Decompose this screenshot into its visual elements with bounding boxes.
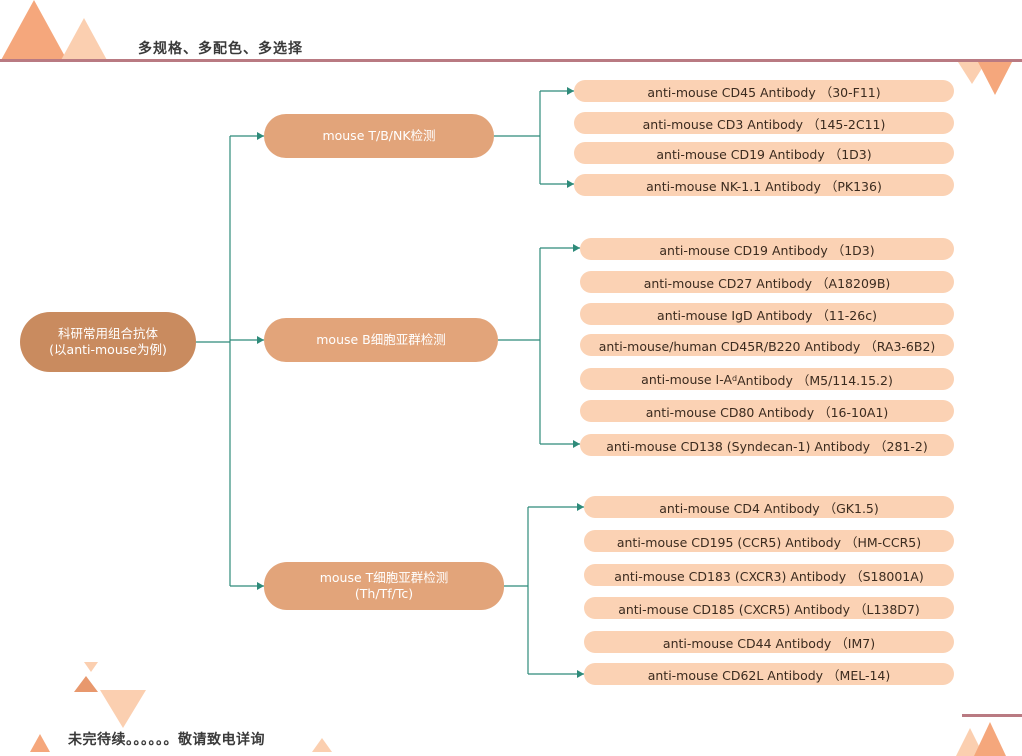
antibody-item: anti-mouse/human CD45R/B220 Antibody （RA… (580, 334, 954, 356)
footer-divider (962, 714, 1022, 717)
connector-arrowhead (567, 87, 574, 95)
antibody-item: anti-mouse CD44 Antibody （IM7) (584, 631, 954, 653)
antibody-item: anti-mouse CD19 Antibody （1D3) (580, 238, 954, 260)
antibody-item: anti-mouse CD27 Antibody （A18209B) (580, 271, 954, 293)
antibody-item: anti-mouse CD80 Antibody （16-10A1) (580, 400, 954, 422)
antibody-item: anti-mouse CD183 (CXCR3) Antibody （S1800… (584, 564, 954, 586)
category-node-tbnk: mouse T/B/NK检测 (264, 114, 494, 158)
antibody-item: anti-mouse CD185 (CXCR5) Antibody （L138D… (584, 597, 954, 619)
category-node-t-cell: mouse T细胞亚群检测 (Th/Tf/Tc) (264, 562, 504, 610)
footer-note: 未完待续。。。。。。敬请致电详询 (68, 732, 265, 748)
category-node-b-cell: mouse B细胞亚群检测 (264, 318, 498, 362)
category-label: mouse B细胞亚群检测 (316, 332, 446, 347)
antibody-item: anti-mouse CD138 (Syndecan-1) Antibody （… (580, 434, 954, 456)
root-node: 科研常用组合抗体 (以anti-mouse为例) (20, 312, 196, 372)
antibody-item: anti-mouse CD62L Antibody （MEL-14) (584, 663, 954, 685)
antibody-item: anti-mouse CD19 Antibody （1D3) (574, 142, 954, 164)
decorative-triangles-top-right (958, 62, 1012, 95)
header-divider (0, 59, 1022, 62)
antibody-item: anti-mouse NK-1.1 Antibody （PK136) (574, 174, 954, 196)
connector-arrowhead (577, 503, 584, 511)
connector-arrowhead (257, 582, 264, 590)
category-label: mouse T细胞亚群检测 (Th/Tf/Tc) (319, 570, 449, 601)
antibody-item: anti-mouse CD4 Antibody （GK1.5) (584, 496, 954, 518)
antibody-item: anti-mouse CD195 (CCR5) Antibody （HM-CCR… (584, 530, 954, 552)
antibody-item: anti-mouse IgD Antibody （11-26c) (580, 303, 954, 325)
decorative-triangles-bottom-edge (30, 734, 332, 752)
connector-arrowhead (573, 440, 580, 448)
connector-arrowhead (257, 336, 264, 344)
decorative-triangles-bottom-right (956, 722, 1006, 756)
connector-arrowhead (573, 244, 580, 252)
decorative-triangles-bottom-left (74, 662, 146, 728)
antibody-item: anti-mouse CD45 Antibody （30-F11) (574, 80, 954, 102)
connector-arrowhead (257, 132, 264, 140)
antibody-item: anti-mouse CD3 Antibody （145-2C11) (574, 112, 954, 134)
connector-arrowhead (567, 180, 574, 188)
root-node-label: 科研常用组合抗体 (以anti-mouse为例) (49, 326, 167, 357)
category-label: mouse T/B/NK检测 (322, 128, 436, 143)
header-title: 多规格、多配色、多选择 (138, 41, 303, 57)
connector-arrowhead (577, 670, 584, 678)
decorative-triangles-top-left (0, 0, 108, 62)
